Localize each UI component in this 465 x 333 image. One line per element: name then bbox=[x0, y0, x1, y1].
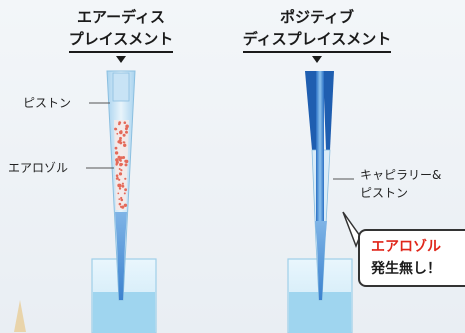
capillary-left-wall bbox=[305, 71, 317, 150]
aerosol-droplet bbox=[119, 136, 122, 140]
aerosol-droplet bbox=[124, 163, 128, 167]
air-tip-liquid bbox=[115, 212, 127, 300]
title-arrow-right-icon bbox=[312, 56, 322, 63]
aerosol-droplet bbox=[119, 130, 123, 133]
aerosol-droplet bbox=[118, 168, 121, 170]
aerosol-droplet bbox=[120, 196, 123, 200]
beaker-left-liquid bbox=[93, 292, 155, 333]
positive-displacement-pipette bbox=[287, 71, 353, 333]
aerosol-droplet bbox=[125, 159, 129, 164]
air-displacement-title-line2: プレイスメント bbox=[68, 28, 174, 53]
aerosol-droplet bbox=[117, 192, 120, 195]
aerosol-droplet bbox=[123, 121, 127, 124]
aerosol-droplet bbox=[118, 158, 122, 162]
aerosol-droplet bbox=[121, 205, 125, 209]
capillary-piston-label: キャピラリー& ピストン bbox=[360, 166, 441, 202]
aerosol-droplet bbox=[114, 151, 119, 155]
capillary-piston bbox=[316, 71, 324, 221]
aerosol-droplet bbox=[124, 177, 127, 180]
positive-tip-liquid bbox=[315, 221, 327, 300]
aerosol-droplet bbox=[123, 192, 126, 195]
capillary-label-line2: ピストン bbox=[360, 186, 409, 200]
aerosol-droplet bbox=[114, 146, 118, 150]
aerosol-droplet bbox=[117, 140, 121, 144]
aerosol-droplet bbox=[115, 162, 118, 166]
aerosol-droplet bbox=[124, 188, 127, 192]
aerosol-dots bbox=[114, 121, 129, 209]
aerosol-droplet bbox=[120, 156, 123, 160]
positive-displacement-title-line1: ポジティブ bbox=[279, 8, 355, 26]
decor-sparkle-icon bbox=[14, 300, 26, 332]
aerosol-droplet bbox=[125, 124, 129, 129]
aerosol-droplet bbox=[116, 132, 119, 135]
aerosol-droplet bbox=[123, 143, 127, 147]
callout-line2: 発生無し！ bbox=[371, 261, 441, 277]
piston-label: ピストン bbox=[23, 96, 72, 110]
aerosol-droplet bbox=[119, 162, 123, 167]
aerosol-droplet bbox=[123, 141, 126, 144]
aerosol-droplet bbox=[115, 128, 118, 131]
air-displacement-title: エアーディス プレイスメント bbox=[46, 6, 196, 53]
aerosol-droplet bbox=[118, 198, 121, 201]
air-displacement-pipette bbox=[91, 70, 157, 333]
aerosol-droplet bbox=[117, 155, 121, 159]
positive-displacement-title: ポジティブ ディスプレイスメント bbox=[222, 6, 412, 53]
aerosol-droplet bbox=[123, 203, 128, 207]
aerosol-droplet bbox=[121, 184, 125, 188]
aerosol-droplet bbox=[121, 182, 124, 185]
aerosol-droplet bbox=[118, 178, 121, 181]
capillary-label-line1: キャピラリー& bbox=[360, 168, 442, 182]
aerosol-droplet bbox=[118, 187, 122, 190]
aerosol-droplet bbox=[118, 183, 122, 188]
title-arrow-left-icon bbox=[116, 56, 126, 63]
aerosol-droplet bbox=[120, 198, 124, 202]
aerosol-label: エアロゾル bbox=[8, 161, 69, 175]
callout-line1: エアロゾル bbox=[371, 239, 441, 255]
aerosol-droplet bbox=[125, 127, 128, 130]
capillary-right-wall bbox=[323, 71, 334, 150]
air-displacement-title-line1: エアーディス bbox=[76, 8, 166, 26]
aerosol-droplet bbox=[118, 172, 123, 176]
positive-displacement-title-line2: ディスプレイスメント bbox=[242, 28, 392, 53]
no-aerosol-callout: エアロゾル 発生無し！ bbox=[358, 229, 465, 287]
aerosol-droplet bbox=[120, 169, 123, 172]
air-piston bbox=[112, 72, 130, 102]
aerosol-droplet bbox=[118, 121, 122, 124]
aerosol-droplet bbox=[122, 133, 126, 137]
aerosol-droplet bbox=[125, 130, 128, 134]
aerosol-droplet bbox=[115, 174, 119, 177]
aerosol-droplet bbox=[116, 177, 119, 180]
aerosol-droplet bbox=[118, 202, 122, 206]
